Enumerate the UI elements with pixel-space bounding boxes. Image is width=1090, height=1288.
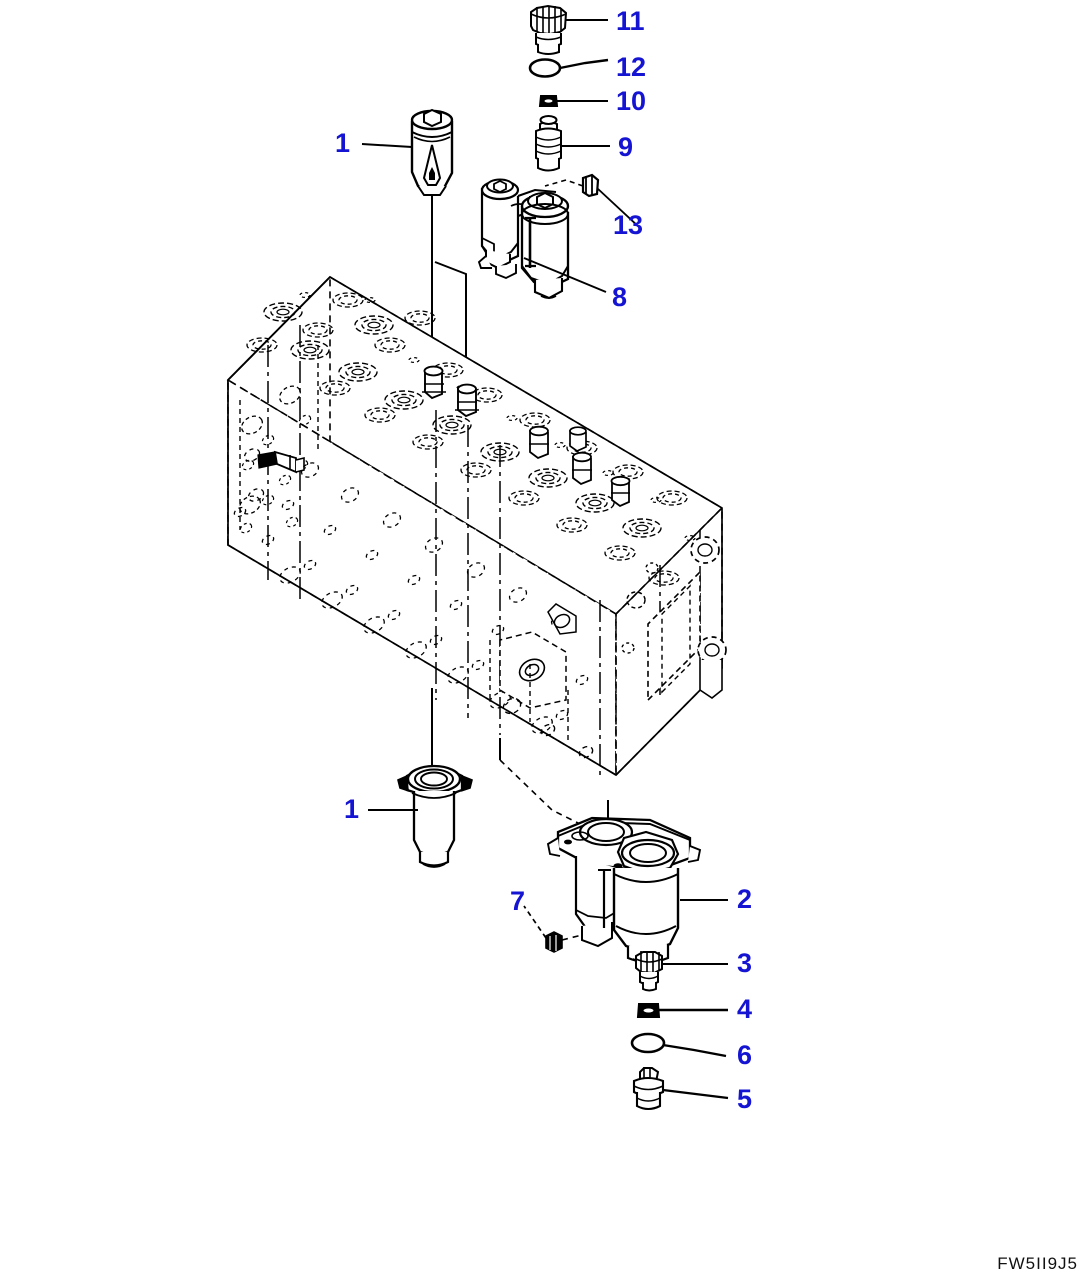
part-5-relief-poppet	[632, 1067, 729, 1111]
part-8-solenoid-valve-assembly	[477, 178, 607, 300]
part-4-seal-washer	[636, 1003, 728, 1018]
main-control-valve-body	[226, 275, 727, 780]
front-face-internal-passages	[233, 448, 589, 734]
callout-10: 10	[616, 86, 647, 116]
part-11-plug-fitting	[530, 4, 608, 55]
callout-7: 7	[510, 886, 526, 916]
callout-11: 11	[616, 6, 645, 36]
callout-3: 3	[737, 948, 753, 978]
lower-skirt-details	[489, 640, 594, 759]
part-6-o-ring	[630, 1032, 727, 1058]
callout-6: 6	[737, 1040, 753, 1070]
part-12-o-ring	[528, 58, 609, 78]
drawing-number: FW5II9J5	[997, 1254, 1078, 1273]
part-1-relief-valve-upper	[361, 108, 454, 385]
callout-9: 9	[618, 132, 634, 162]
front-face-machined-bosses	[499, 603, 577, 709]
top-face-plugs	[422, 365, 631, 508]
left-end-face-details	[235, 345, 319, 536]
callout-8: 8	[612, 282, 628, 312]
part-2-valve-housing	[546, 816, 728, 964]
part-1-relief-valve-lower	[368, 764, 473, 868]
callout-1-lower: 1	[344, 794, 360, 824]
callout-13: 13	[613, 210, 644, 240]
callout-1-upper: 1	[335, 128, 351, 158]
right-end-face-details	[621, 536, 727, 702]
part-9-relief-poppet	[535, 115, 610, 172]
callout-12: 12	[616, 52, 647, 82]
part-10-seal-washer	[538, 95, 608, 107]
callout-2: 2	[737, 884, 753, 914]
part-3-plug-fitting	[635, 951, 728, 992]
assembly-leader-lines	[434, 261, 467, 380]
callout-4: 4	[737, 994, 753, 1024]
callout-5: 5	[737, 1084, 753, 1114]
part-13-set-screw	[544, 173, 641, 229]
